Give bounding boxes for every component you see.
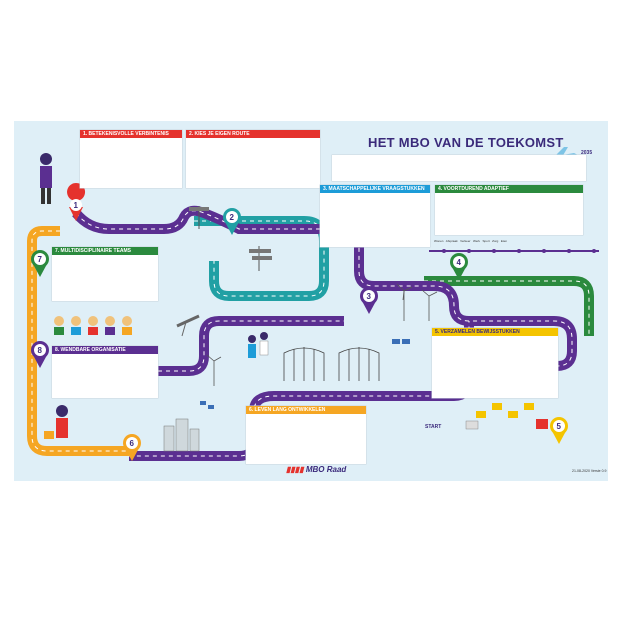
intro-text-card xyxy=(332,155,586,181)
map-marker-3[interactable]: 3 xyxy=(360,287,378,314)
section-card-7: 7. MULTIDISCIPLINAIRE TEAMS xyxy=(52,247,158,301)
timeline-labels: Wonen Afspraak Verkeer Werk Sport Zorg E… xyxy=(434,239,507,243)
evidence-items-icon xyxy=(465,403,548,430)
section-3-title: 3. MAATSCHAPPELIJKE VRAAGSTUKKEN xyxy=(320,185,430,193)
poster-title: HET MBO VAN DE TOEKOMST xyxy=(368,135,564,150)
section-5-title: 5. VERZAMELEN BEWIJSSTUKKEN xyxy=(432,328,558,336)
mbo-raad-logo: ▮▮▮▮ MBO Raad xyxy=(286,465,346,474)
buildings-icon xyxy=(163,418,200,452)
signpost-icon xyxy=(189,206,272,271)
logo-text: MBO Raad xyxy=(305,465,347,474)
map-marker-8[interactable]: 8 xyxy=(31,341,49,368)
section-card-4: 4. VOORTDUREND ADAPTIEF xyxy=(435,185,583,235)
telescope-icon xyxy=(176,314,200,337)
year-label: 2035 xyxy=(581,150,593,156)
timeline-label: Verkeer xyxy=(460,239,471,243)
wind-turbine-icon xyxy=(206,283,438,386)
section-card-1: 1. BETEKENISVOLLE VERBINTENIS xyxy=(80,130,182,188)
svg-text:6: 6 xyxy=(130,439,135,448)
section-1-title: 1. BETEKENISVOLLE VERBINTENIS xyxy=(80,130,182,138)
section-2-title: 2. KIES JE EIGEN ROUTE xyxy=(186,130,320,138)
logo-mark-icon: ▮▮▮▮ xyxy=(286,465,304,474)
svg-text:2: 2 xyxy=(230,213,235,222)
svg-text:1: 1 xyxy=(74,201,79,210)
map-marker-5[interactable]: 5 xyxy=(550,417,568,444)
svg-text:3: 3 xyxy=(367,292,372,301)
team-figures-icon xyxy=(54,316,132,335)
map-marker-1[interactable]: 1 xyxy=(67,183,86,221)
satellite-icon xyxy=(200,339,410,409)
section-8-title: 8. WENDBARE ORGANISATIE xyxy=(52,346,158,354)
svg-text:8: 8 xyxy=(38,346,43,355)
section-card-8: 8. WENDBARE ORGANISATIE xyxy=(52,346,158,398)
timeline-label: Wonen xyxy=(434,239,444,243)
section-card-6: 6. LEVEN LANG ONTWIKKELEN xyxy=(246,406,366,464)
svg-text:7: 7 xyxy=(38,255,43,264)
section-card-2: 2. KIES JE EIGEN ROUTE xyxy=(186,130,320,188)
gate-icon xyxy=(283,347,380,381)
section-6-title: 6. LEVEN LANG ONTWIKKELEN xyxy=(246,406,366,414)
timeline-label: Zorg xyxy=(492,239,499,243)
map-marker-7[interactable]: 7 xyxy=(31,250,49,277)
section-card-3: 3. MAATSCHAPPELIJKE VRAAGSTUKKEN xyxy=(320,185,430,247)
timeline-label: Werk xyxy=(473,239,480,243)
timeline-label: Afspraak xyxy=(445,239,458,243)
svg-text:4: 4 xyxy=(457,258,462,267)
start-label: START xyxy=(425,424,442,430)
map-marker-4[interactable]: 4 xyxy=(450,253,468,280)
timeline-label: Sport xyxy=(482,239,490,243)
timeline-label: Eten xyxy=(500,239,508,243)
poster: 1 2 3 4 5 6 7 8 1. BETEKENISVOLLE VERBIN… xyxy=(14,121,608,481)
version-label: 21-08-2020 Versie 0.9 xyxy=(572,469,607,473)
map-marker-2[interactable]: 2 xyxy=(223,208,241,235)
timeline-bar-icon xyxy=(429,249,599,253)
svg-text:5: 5 xyxy=(557,422,562,431)
student-figure-icon xyxy=(40,153,269,439)
section-card-5: 5. VERZAMELEN BEWIJSSTUKKEN xyxy=(432,328,558,398)
section-4-title: 4. VOORTDUREND ADAPTIEF xyxy=(435,185,583,193)
map-marker-6[interactable]: 6 xyxy=(123,434,141,461)
section-7-title: 7. MULTIDISCIPLINAIRE TEAMS xyxy=(52,247,158,255)
